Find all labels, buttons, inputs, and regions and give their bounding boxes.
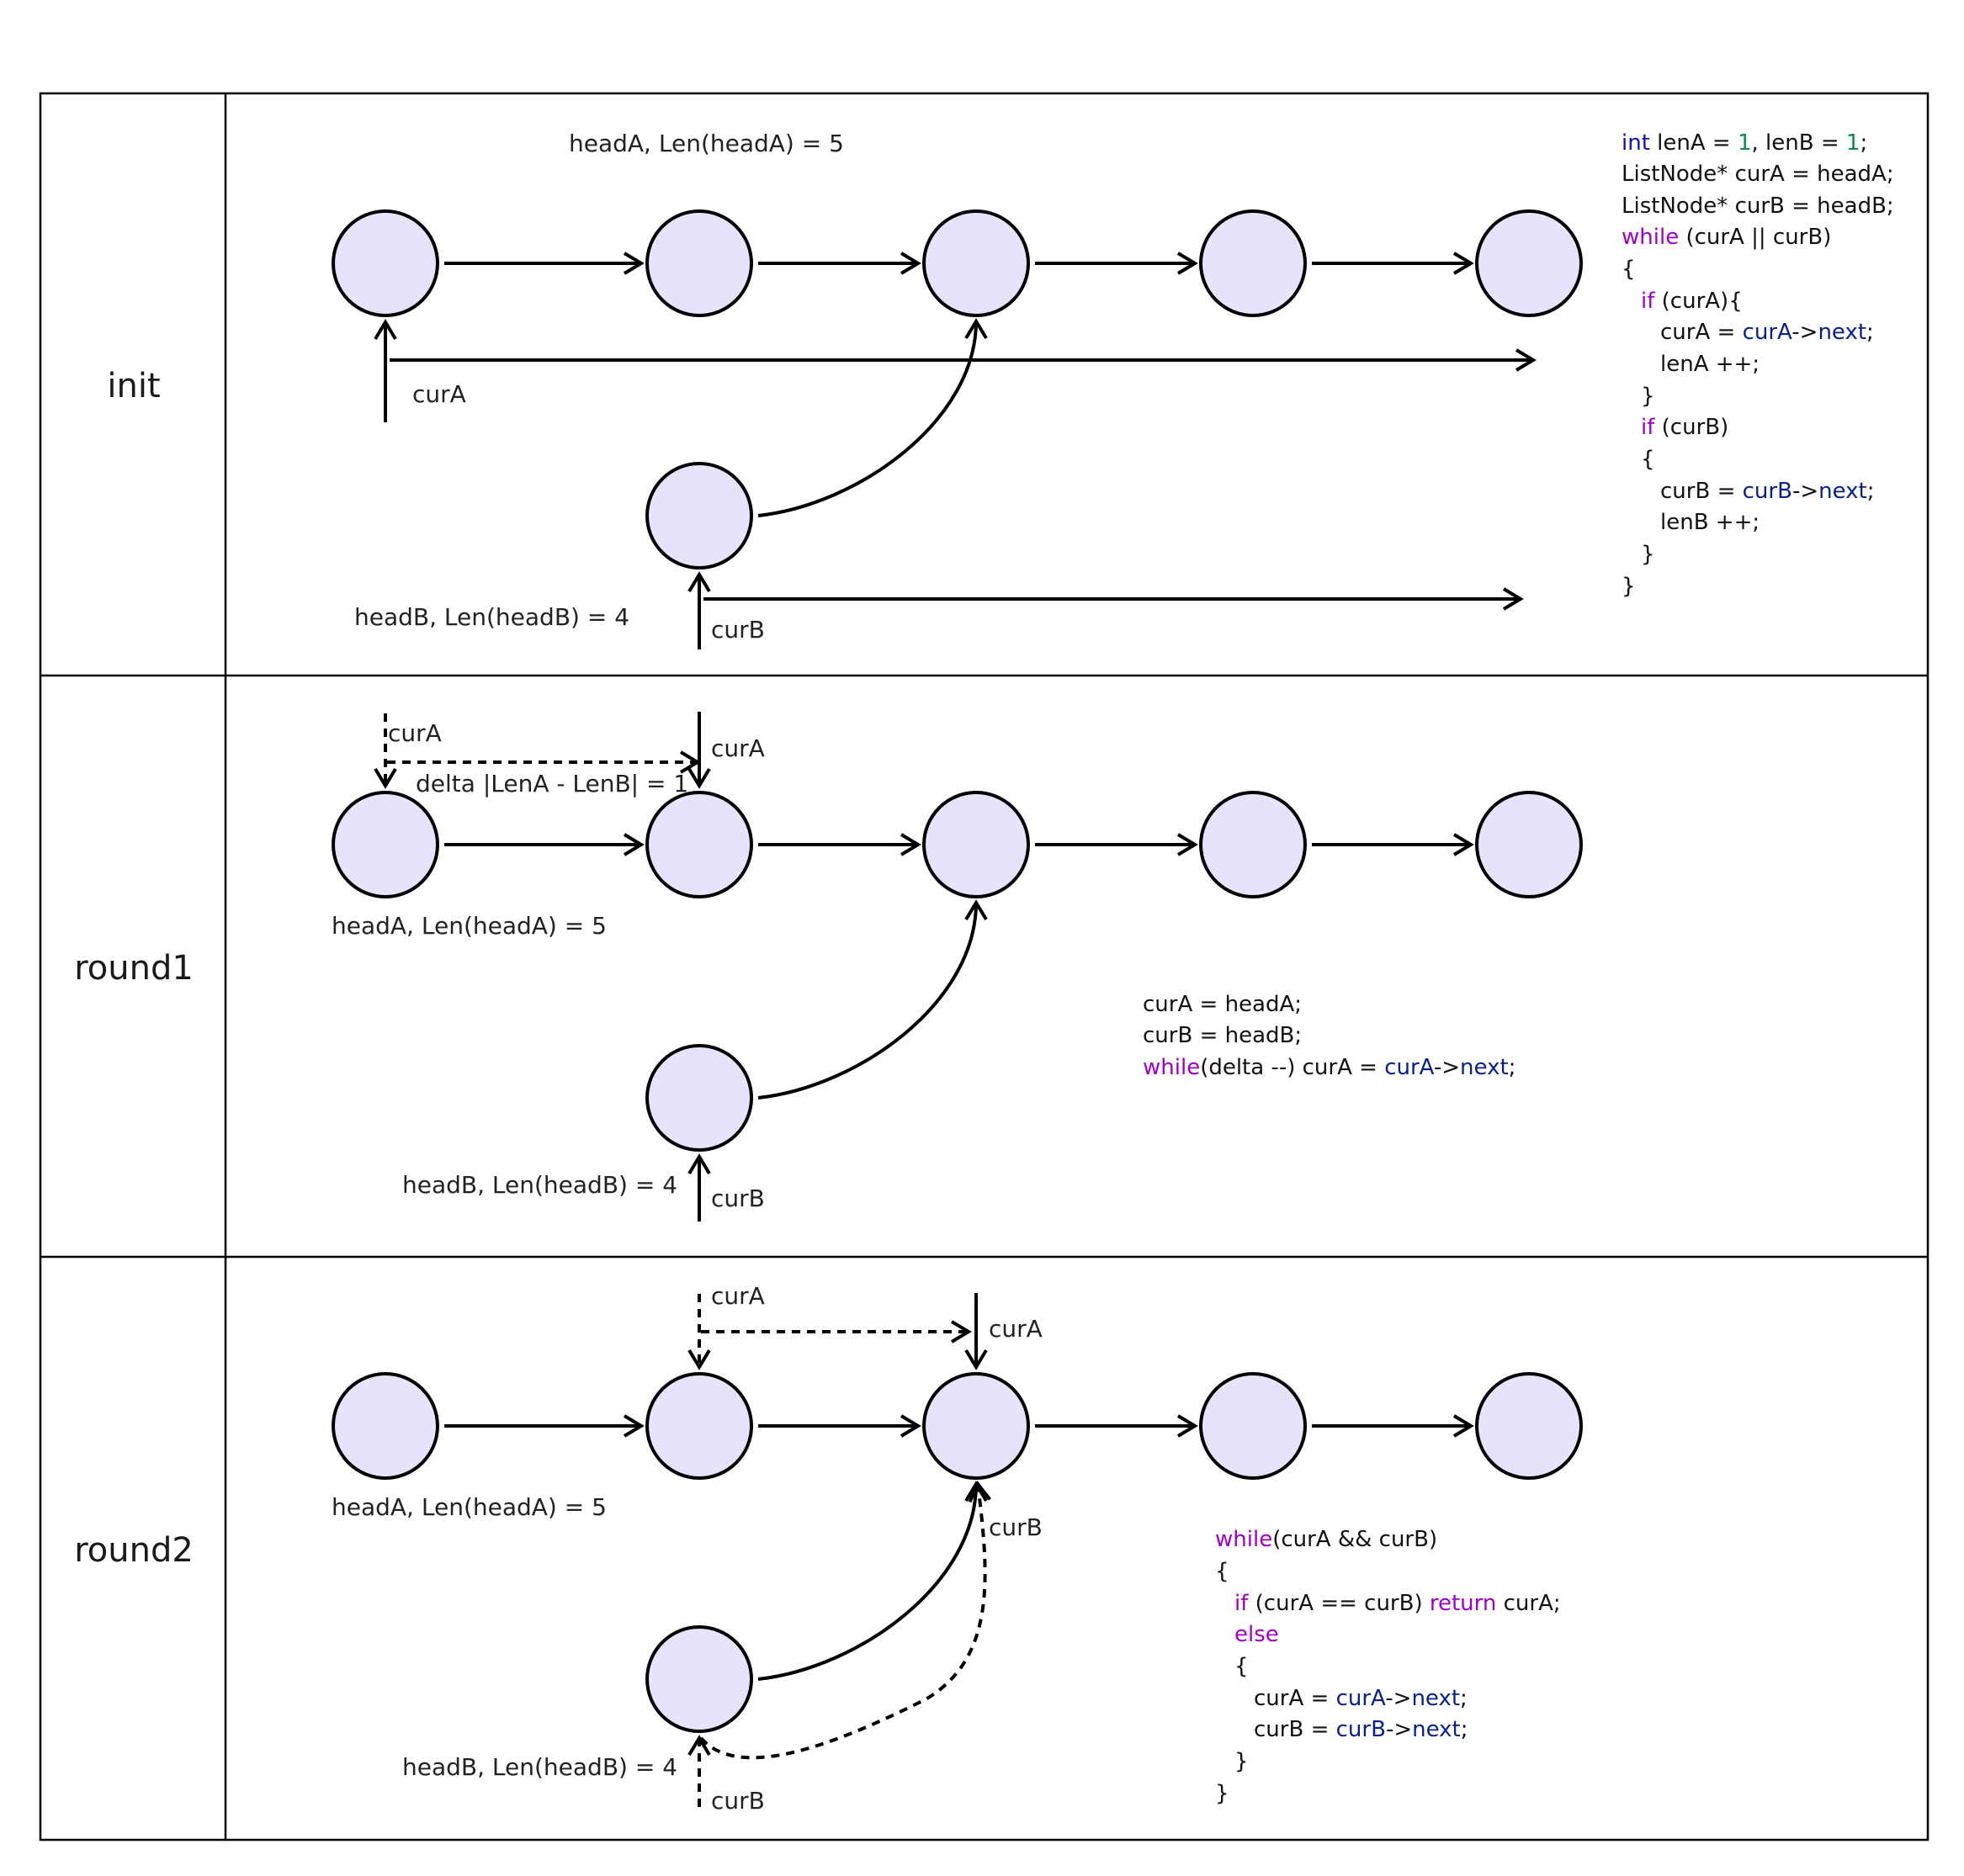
r1-list-a-node-3 xyxy=(922,791,1030,898)
r1-heada-label: headA, Len(headA) = 5 xyxy=(332,912,607,940)
init-list-a-node-2 xyxy=(645,209,753,317)
init-code-line-4: while (curA || curB) xyxy=(1622,225,1831,250)
r2-list-a-node-4 xyxy=(1199,1372,1307,1480)
r2-edge-b1-a3 xyxy=(757,1481,988,1681)
r1-code-line-3: while(delta --) curA = curA->next; xyxy=(1143,1055,1515,1080)
init-section: headA, Len(headA) = 5 curA curB headB, L… xyxy=(332,130,1894,649)
init-code-block: int lenA = 1, lenB = 1; ListNode* curA =… xyxy=(1622,130,1894,599)
init-code-line-7: curA = curA->next; xyxy=(1660,320,1874,345)
init-code-line-13: lenB ++; xyxy=(1660,510,1760,535)
r2-headb-label: headB, Len(headB) = 4 xyxy=(402,1753,677,1781)
r2-code-line-9: } xyxy=(1215,1781,1229,1806)
r2-code-line-1: while(curA && curB) xyxy=(1215,1527,1437,1552)
round1-code-block: curA = headA; curB = headB; while(delta … xyxy=(1143,992,1515,1080)
r2-curb-top-label: curB xyxy=(989,1513,1043,1541)
table-frame xyxy=(39,92,1929,1842)
init-code-line-5: { xyxy=(1622,257,1636,282)
r2-list-b-node-1 xyxy=(645,1625,753,1733)
r1-delta-label: delta |LenA - LenB| = 1 xyxy=(416,770,688,798)
r2-curb-move-arrow xyxy=(699,1481,991,1760)
r1-curb-label: curB xyxy=(711,1184,765,1212)
round2-code-block: while(curA && curB) { if (curA == curB) … xyxy=(1215,1527,1561,1806)
r1-list-b-node-1 xyxy=(645,1044,753,1152)
r2-list-a-node-3 xyxy=(922,1372,1030,1480)
r1-list-a-node-4 xyxy=(1199,791,1307,898)
r2-cura-label: curA xyxy=(989,1315,1043,1343)
r2-list-a-node-1 xyxy=(332,1372,439,1480)
init-list-a-node-1 xyxy=(332,209,439,317)
round2-section: curA curA curB headA, Len(headA) = 5 cur… xyxy=(332,1282,1583,1815)
r1-list-a-node-5 xyxy=(1475,791,1583,898)
r1-edge-b1-a3 xyxy=(757,899,988,1100)
r2-code-line-2: { xyxy=(1215,1559,1229,1584)
r2-list-a-node-2 xyxy=(645,1372,753,1480)
init-code-line-2: ListNode* curA = headA; xyxy=(1622,162,1894,187)
r1-list-a-node-2 xyxy=(645,791,753,898)
init-code-line-12: curB = curB->next; xyxy=(1660,479,1874,504)
init-code-line-11: { xyxy=(1641,447,1655,472)
init-cura-label: curA xyxy=(412,380,466,408)
r1-code-line-2: curB = headB; xyxy=(1143,1023,1302,1048)
row-title-round1: round1 xyxy=(74,949,194,988)
round1-section: curA curA delta |LenA - LenB| = 1 headA,… xyxy=(332,712,1583,1222)
r2-code-line-8: } xyxy=(1234,1749,1249,1774)
r2-cura-dashed-label: curA xyxy=(711,1282,765,1310)
row-title-round2: round2 xyxy=(74,1531,194,1570)
init-heada-label: headA, Len(headA) = 5 xyxy=(569,130,844,157)
init-edge-b1-a3 xyxy=(757,318,988,517)
row-title-init: init xyxy=(107,367,160,405)
r1-code-line-1: curA = headA; xyxy=(1143,992,1302,1017)
init-code-line-3: ListNode* curB = headB; xyxy=(1622,193,1894,219)
init-list-b-node-1 xyxy=(645,462,753,570)
r2-curb-bottom-label: curB xyxy=(711,1787,765,1815)
r2-code-line-6: curA = curA->next; xyxy=(1254,1686,1468,1711)
init-code-line-15: } xyxy=(1622,574,1636,599)
init-code-line-10: if (curB) xyxy=(1641,415,1728,440)
init-curb-label: curB xyxy=(711,616,765,644)
init-code-line-6: if (curA){ xyxy=(1641,289,1743,314)
r2-code-line-7: curB = curB->next; xyxy=(1254,1717,1468,1742)
init-list-a-node-4 xyxy=(1199,209,1307,317)
r2-heada-label: headA, Len(headA) = 5 xyxy=(332,1493,607,1521)
r2-code-line-3: if (curA == curB) return curA; xyxy=(1234,1591,1561,1616)
init-code-line-8: lenA ++; xyxy=(1660,352,1760,377)
init-list-a-node-5 xyxy=(1475,209,1583,317)
r1-list-a-node-1 xyxy=(332,791,439,898)
init-headb-label: headB, Len(headB) = 4 xyxy=(354,603,629,631)
r1-cura-label: curA xyxy=(711,734,765,762)
init-list-a-node-3 xyxy=(922,209,1030,317)
init-code-line-14: } xyxy=(1641,542,1655,567)
init-code-line-9: } xyxy=(1641,384,1655,409)
init-code-line-1: int lenA = 1, lenB = 1; xyxy=(1622,130,1867,156)
r1-headb-label: headB, Len(headB) = 4 xyxy=(402,1171,677,1199)
r1-cura-dashed-label: curA xyxy=(388,719,442,747)
r2-list-a-node-5 xyxy=(1475,1372,1583,1480)
r2-code-line-4: else xyxy=(1234,1622,1279,1647)
r2-code-line-5: { xyxy=(1234,1654,1249,1679)
